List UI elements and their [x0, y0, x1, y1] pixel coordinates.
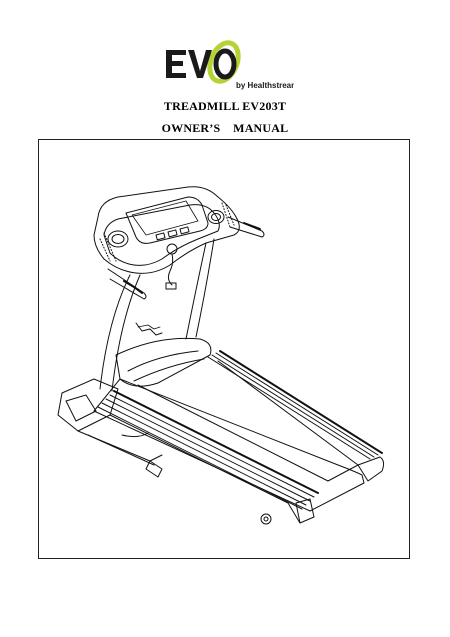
logo-tagline: by Healthstream [236, 81, 294, 90]
brand-logo: by Healthstream [164, 40, 298, 92]
illustration-frame [38, 139, 410, 559]
console [93, 186, 240, 274]
evo-logo-graphic: by Healthstream [166, 40, 298, 90]
manual-title: TREADMILL EV203T [163, 99, 287, 113]
manual-subtitle: OWNER’S MANUAL [161, 121, 289, 135]
treadmill-illustration [57, 186, 385, 525]
